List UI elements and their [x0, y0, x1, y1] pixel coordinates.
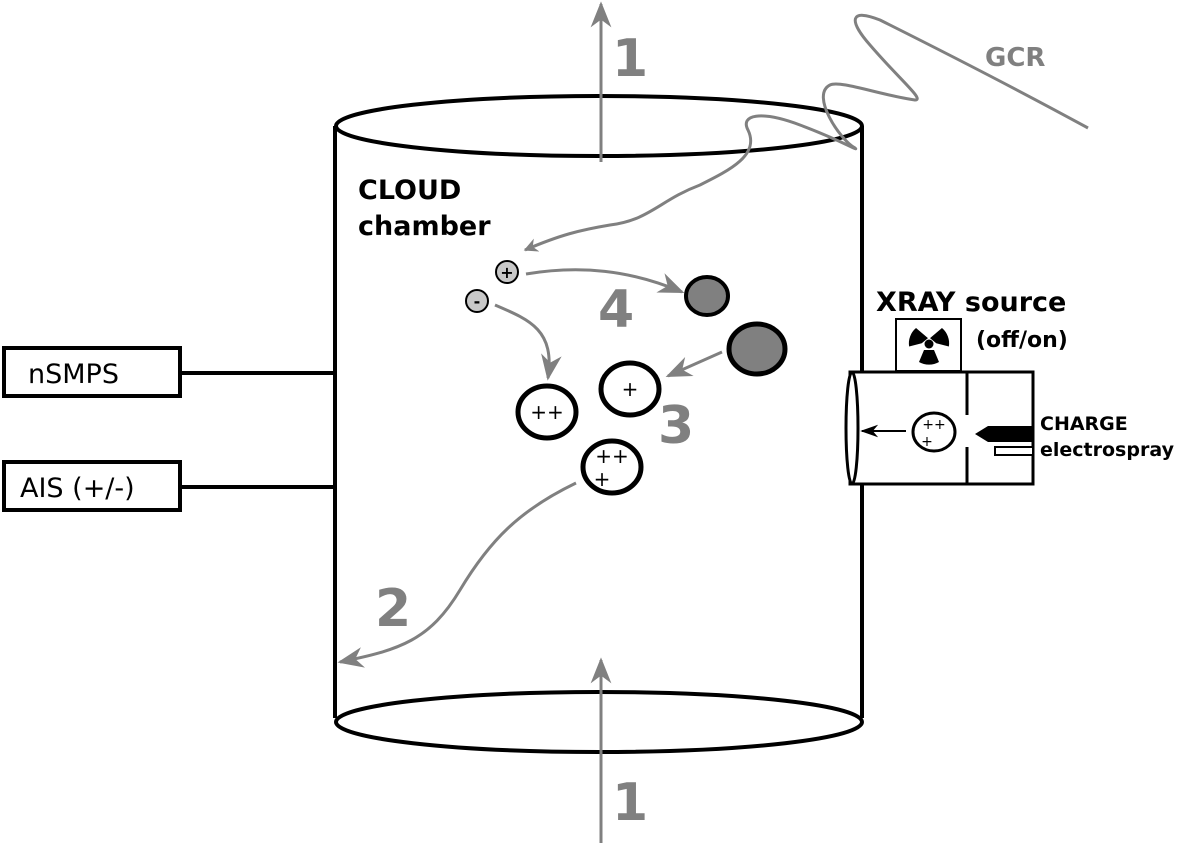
- wall-loss-arrow: [337, 481, 577, 668]
- ais-label: AIS (+/-): [20, 473, 135, 504]
- charge-label: CHARGE: [1040, 413, 1128, 435]
- negative-ion-sign: -: [474, 292, 481, 311]
- charge-electrospray-unit: ++ + CHARGE electrospray: [844, 370, 1175, 486]
- single-charged-particle: +: [598, 360, 662, 418]
- chamber-bottom-ellipse: [334, 690, 864, 754]
- nsmps-instrument: nSMPS: [2, 346, 335, 398]
- xray-source-state: (off/on): [976, 328, 1068, 353]
- neutral-particle-large: [726, 321, 788, 377]
- spray-droplet: ++ +: [911, 411, 957, 453]
- electrospray-label: electrospray: [1040, 439, 1175, 461]
- spray-droplet-sign-bottom: +: [921, 434, 933, 450]
- triple-charged-particle: ++ +: [580, 438, 644, 496]
- nsmps-label: nSMPS: [28, 359, 119, 390]
- spray-droplet-sign-top: ++: [922, 417, 945, 433]
- step-1-bottom-label: 1: [612, 773, 648, 833]
- step-4-label: 4: [598, 280, 634, 340]
- radiation-icon: [908, 328, 950, 365]
- step-1-top-label: 1: [612, 29, 648, 89]
- gcr-ray-path: [523, 13, 1089, 252]
- step-2-label: 2: [375, 579, 411, 639]
- chamber-title-line1: CLOUD: [358, 175, 461, 206]
- neutral-particle-small: [684, 275, 730, 317]
- triple-charged-sign-top: ++: [595, 444, 629, 468]
- negative-ion-arrow: [494, 303, 562, 381]
- positive-ion: +: [495, 260, 519, 284]
- neutral-to-charged-arrow: [665, 350, 723, 378]
- triple-charged-sign-bottom: +: [594, 467, 611, 491]
- positive-ion-sign: +: [500, 263, 513, 282]
- electrospray-inlet: [844, 370, 860, 486]
- gcr-label: GCR: [985, 43, 1045, 73]
- ais-instrument: AIS (+/-): [2, 460, 335, 512]
- double-charged-particle: ++: [515, 383, 579, 441]
- step-3-label: 3: [658, 396, 694, 456]
- chamber-top-ellipse: [334, 94, 864, 158]
- negative-ion: -: [465, 289, 489, 313]
- electrospray-capillary: [994, 446, 1034, 456]
- chamber-title-line2: chamber: [358, 211, 491, 242]
- xray-source-label: XRAY source: [876, 287, 1066, 318]
- xray-source: XRAY source (off/on): [876, 287, 1068, 372]
- single-charged-sign: +: [622, 377, 639, 401]
- electrospray-nozzle: [975, 426, 1033, 442]
- chamber-cylinder: [333, 94, 864, 754]
- double-charged-sign: ++: [530, 400, 564, 424]
- positive-ion-arrow: [525, 268, 685, 294]
